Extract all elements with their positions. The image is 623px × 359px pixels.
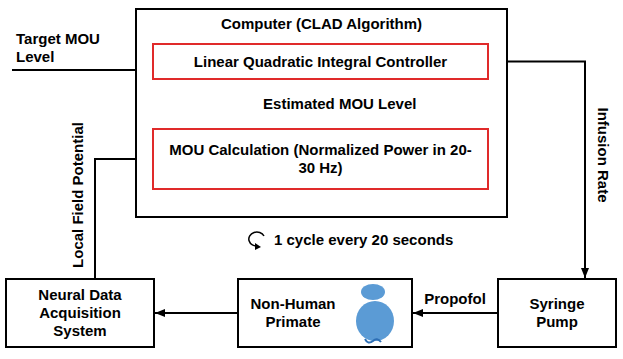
pump-box: Syringe Pump — [497, 278, 617, 348]
cycle-label: 1 cycle every 20 seconds — [272, 231, 455, 249]
box-label: Neural Data Acquisition System — [15, 286, 145, 340]
edge-label: Infusion Rate — [594, 105, 612, 204]
edge-label: Propofol — [422, 290, 488, 308]
acquisition-box: Neural Data Acquisition System — [5, 278, 155, 348]
box-label: Linear Quadratic Integral Controller — [194, 53, 447, 71]
box-label: MOU Calculation (Normalized Power in 20-… — [162, 141, 479, 177]
edge-label: Estimated MOU Level — [261, 95, 418, 113]
box-label: Syringe Pump — [507, 295, 607, 331]
primate-figure — [343, 281, 409, 347]
box-heading: Computer (CLAD Algorithm) — [145, 15, 498, 33]
primate-tail — [365, 339, 381, 343]
flow-arrow — [413, 312, 497, 314]
box-label: Non-Human Primate — [247, 295, 339, 331]
primate-head — [361, 284, 385, 300]
computer-box: Linear Quadratic Integral ControllerMOU … — [135, 8, 508, 218]
calculation-box: MOU Calculation (Normalized Power in 20-… — [152, 128, 489, 190]
cycle-icon-head — [255, 243, 261, 250]
primate-body — [356, 301, 394, 341]
input-label: Target MOU Level — [14, 30, 110, 66]
input-arrow — [12, 69, 152, 71]
primate-box: Non-Human Primate — [237, 278, 413, 348]
edge-label: Local Field Potential — [69, 120, 87, 270]
controller-box: Linear Quadratic Integral Controller — [152, 43, 489, 80]
flow-arrow — [155, 312, 237, 314]
